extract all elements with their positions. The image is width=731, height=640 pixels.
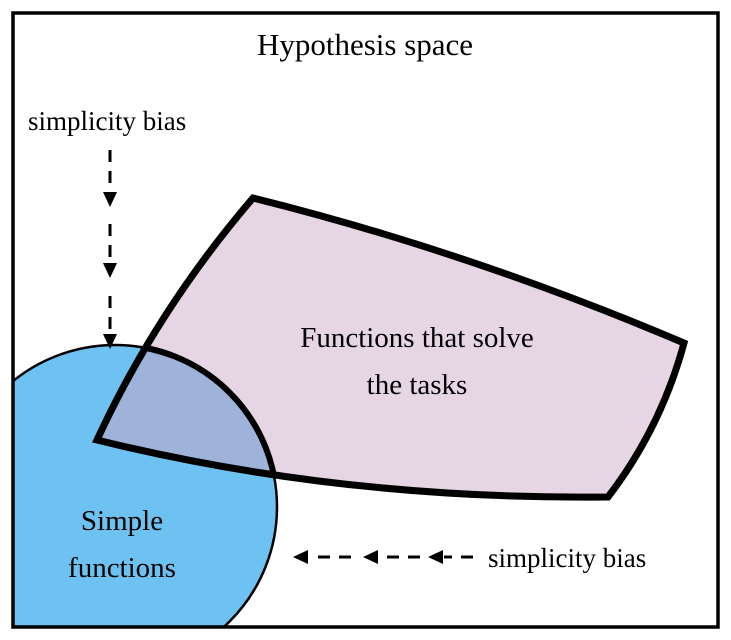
simplicity-bias-arrows-bottom bbox=[293, 550, 473, 564]
task-functions-label-line1: Functions that solve bbox=[300, 322, 534, 354]
arrowhead-down-icon bbox=[103, 263, 117, 278]
simple-functions-label-line2: functions bbox=[68, 552, 176, 584]
task-functions-outline bbox=[92, 194, 689, 501]
simplicity-bias-label-top: simplicity bias bbox=[28, 106, 186, 136]
simple-functions-label-line1: Simple bbox=[81, 505, 163, 537]
shape-layer bbox=[13, 194, 689, 627]
simplicity-bias-arrows-top bbox=[103, 150, 117, 349]
arrowhead-left-icon bbox=[428, 550, 443, 564]
arrowhead-left-icon bbox=[293, 550, 308, 564]
arrowhead-left-icon bbox=[363, 550, 378, 564]
hypothesis-space-border bbox=[11, 11, 720, 629]
arrowhead-down-icon bbox=[103, 334, 117, 349]
diagram-title: Hypothesis space bbox=[257, 27, 473, 62]
arrowhead-down-icon bbox=[103, 192, 117, 207]
simplicity-bias-label-bottom: simplicity bias bbox=[488, 543, 646, 573]
task-functions-label-line2: the tasks bbox=[367, 369, 468, 401]
